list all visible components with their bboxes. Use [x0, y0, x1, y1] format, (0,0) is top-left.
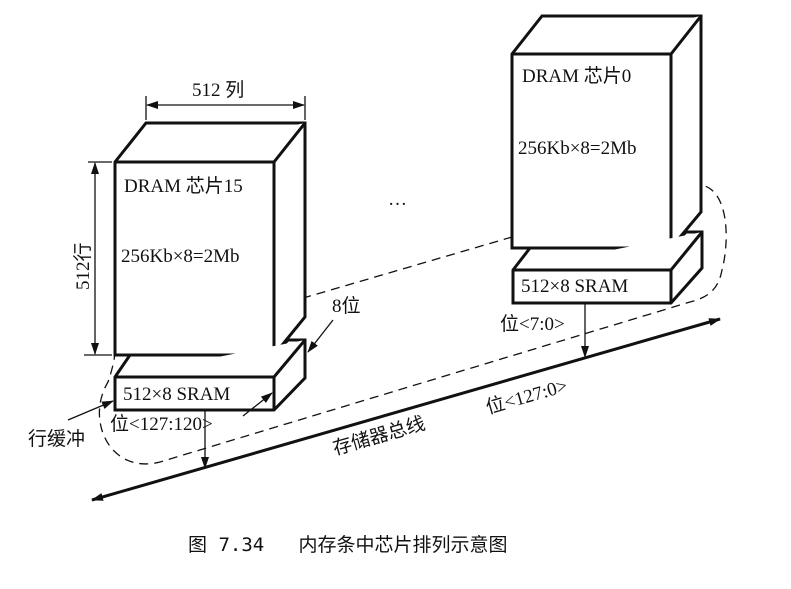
row-buffer-label: 行缓冲 — [28, 428, 85, 450]
dram-label: DRAM 芯片15 — [124, 175, 243, 197]
capacity-label: 256Kb×8=2Mb — [121, 246, 240, 267]
bits-width-label: 8位 — [332, 295, 361, 317]
bus-label: 存储器总线 — [330, 412, 427, 459]
left-output-bits: 位<127:120> — [110, 413, 213, 435]
dram-label: DRAM 芯片0 — [522, 65, 631, 87]
bus-bits-label: 位<127:0> — [483, 375, 570, 419]
figure-caption: 图 7.34 内存条中芯片排列示意图 — [188, 534, 508, 556]
memory-bus-arrow — [91, 317, 721, 502]
sram-buffer-0: 512×8 SRAM — [511, 230, 704, 305]
row-buffer-arrow — [67, 400, 114, 421]
columns-label: 512 列 — [192, 79, 244, 101]
rows-label: 512行 — [72, 242, 94, 290]
dram-chip-0: DRAM 芯片0 256Kb×8=2Mb — [510, 14, 703, 250]
ellipsis: … — [388, 189, 407, 210]
sram-label: 512×8 SRAM — [123, 384, 230, 405]
dram-chip-15: DRAM 芯片15 256Kb×8=2Mb — [113, 121, 307, 357]
right-output-bits: 位<7:0> — [500, 313, 565, 335]
bits-arrow — [307, 319, 334, 353]
capacity-label: 256Kb×8=2Mb — [518, 138, 637, 159]
sram-label: 512×8 SRAM — [521, 276, 628, 297]
